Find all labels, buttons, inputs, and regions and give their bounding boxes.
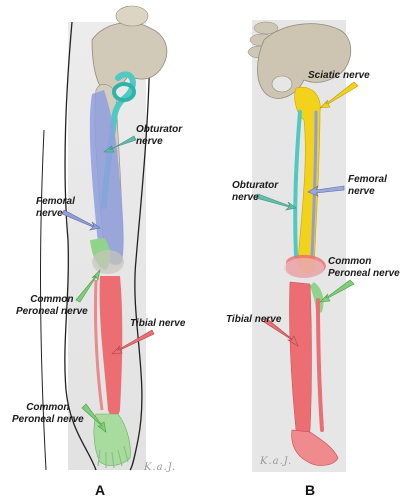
arrow-femoral (307, 185, 345, 197)
arrow-sciatic (319, 81, 359, 109)
arrow-common-peroneal-upper (75, 269, 101, 303)
fibula-bone (316, 298, 324, 432)
femoral-nerve (89, 90, 124, 266)
femoral-nerve (310, 110, 318, 258)
panel-b-illustration (247, 20, 359, 472)
label-sciatic-nerve-b: Sciatic nerve (308, 70, 370, 81)
artist-signature-a: K.a.J. (144, 462, 177, 473)
common-peroneal-nerve (310, 282, 324, 314)
caption-b: B (305, 482, 316, 498)
label-tibial-nerve-b: Tibial nerve (226, 314, 282, 325)
tibial-nerve (99, 276, 123, 417)
obturator-loop (112, 82, 136, 102)
arrow-femoral (61, 209, 101, 231)
foot-toes (97, 445, 129, 469)
label-tibial-nerve-a: Tibial nerve (130, 318, 186, 329)
panel-b: Sciatic nerve Obturator nerve Femoral ne… (204, 0, 408, 500)
label-obturator-nerve-b: Obturator nerve (232, 180, 279, 203)
knee-joint (284, 258, 324, 278)
label-common-peroneal-nerve-a-lower: Common Peroneal nerve (12, 402, 84, 425)
label-femoral-nerve-a: Femoral nerve (36, 196, 75, 219)
panel-a: Obturator nerve Femoral nerve Common Per… (12, 5, 186, 498)
knee-joint (92, 250, 124, 274)
obturator-foramen (271, 75, 293, 93)
artist-signature-b: K.a.J. (260, 456, 293, 467)
obturator-nerve (293, 110, 302, 258)
leg-outline-inner (40, 129, 47, 471)
arrow-obturator (103, 135, 137, 153)
arrow-common-peroneal (319, 279, 355, 303)
arrow-obturator (255, 193, 297, 211)
panel-a-illustration (40, 5, 168, 471)
label-common-peroneal-nerve-a-upper: Common Peroneal nerve (16, 294, 88, 317)
fibula-bone (93, 279, 104, 411)
arrow-tibial (111, 329, 155, 355)
arrow-common-peroneal-lower (81, 403, 107, 433)
caption-a: A (95, 482, 106, 498)
label-common-peroneal-nerve-b: Common Peroneal nerve (328, 256, 400, 279)
label-obturator-nerve-a: Obturator nerve (136, 124, 183, 147)
leg-outline (64, 21, 151, 471)
foot-bones (291, 429, 339, 466)
arrow-tibial (263, 317, 299, 347)
sacrum (115, 5, 149, 27)
label-femoral-nerve-b: Femoral nerve (348, 174, 387, 197)
